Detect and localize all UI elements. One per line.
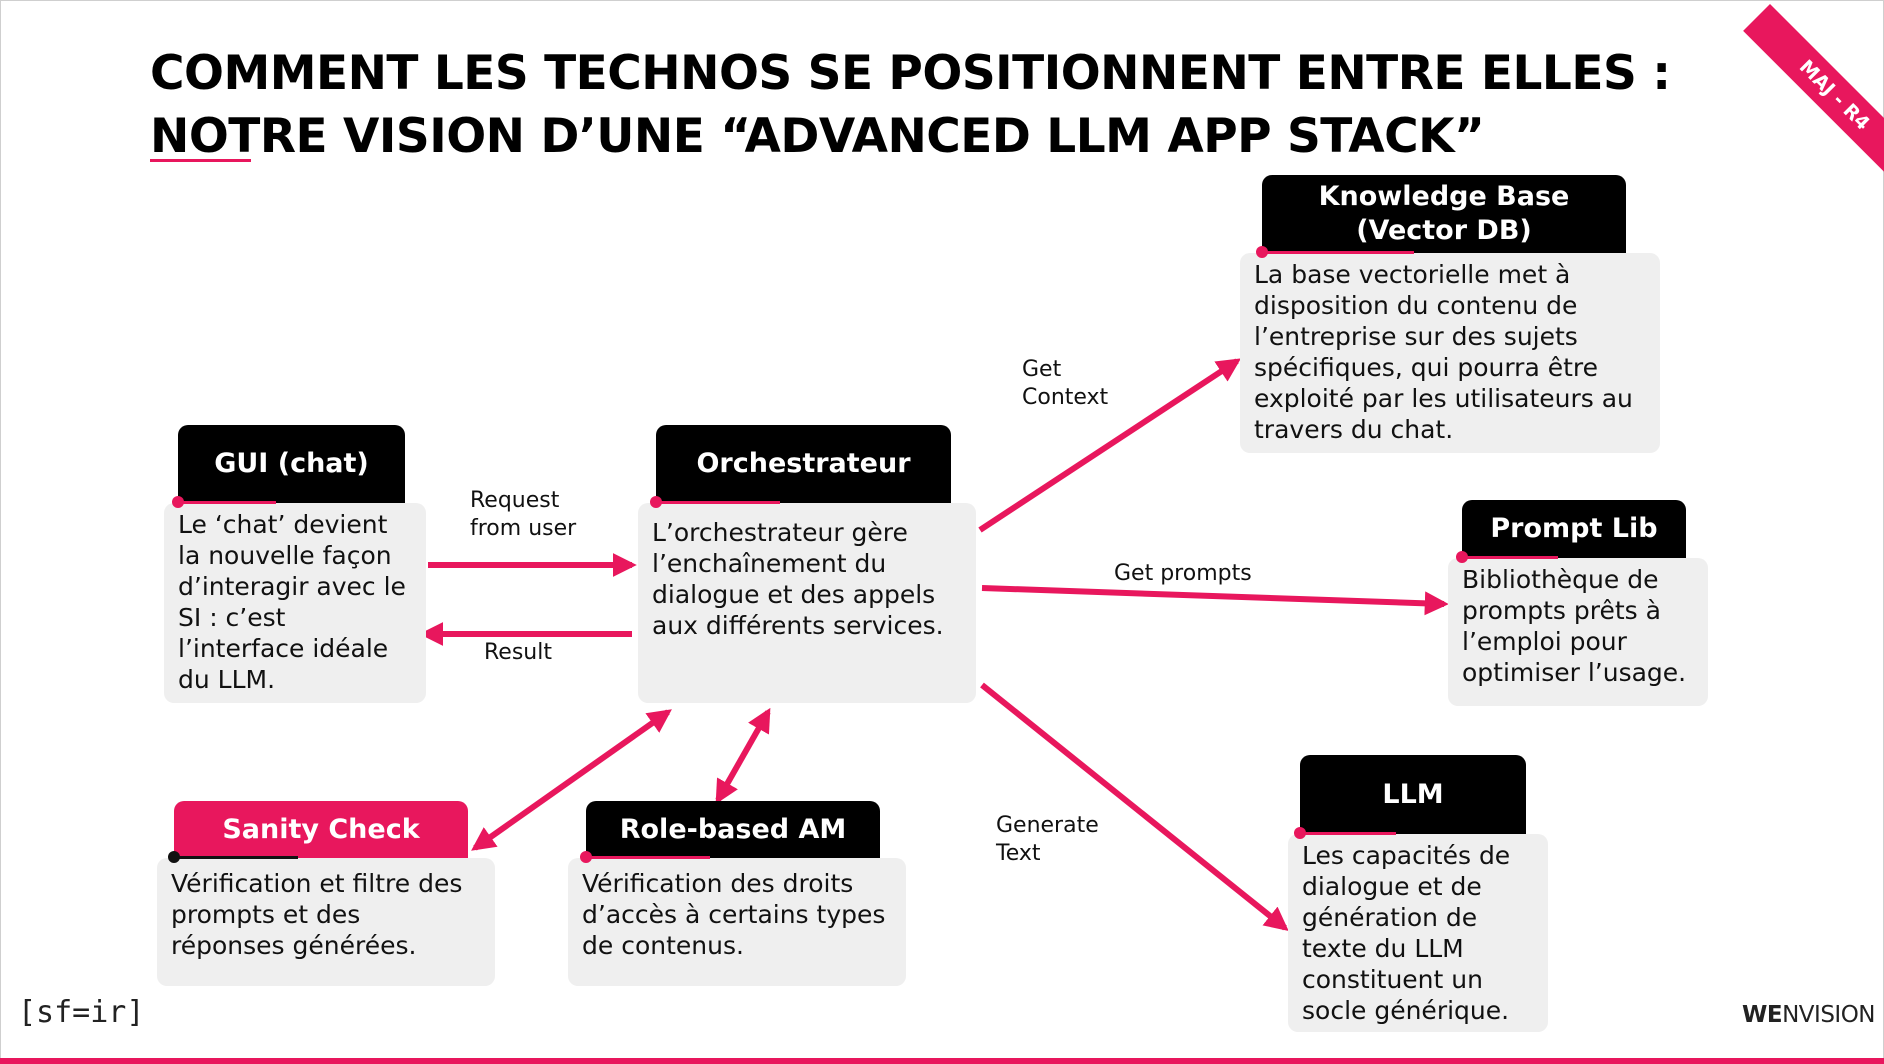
orchestrateur-title-tab: Orchestrateur — [656, 425, 951, 503]
knowledge-title-tab: Knowledge Base (Vector DB) — [1262, 175, 1626, 253]
prompt-lib-accent-dot — [1456, 551, 1468, 563]
knowledge-description: La base vectorielle met à disposition du… — [1254, 260, 1633, 444]
edge-label-request-line-2: from user — [470, 516, 577, 541]
rbam-description: Vérification des droits d’accès à certai… — [582, 869, 886, 960]
edge-label-generate-text: Generate Text — [996, 812, 1099, 868]
title-underline — [150, 159, 251, 162]
gui-title: GUI (chat) — [214, 448, 369, 479]
prompt-lib-description-card: Bibliothèque de prompts prêts à l’emploi… — [1448, 558, 1708, 706]
edge-label-get-context: Get Context — [1022, 356, 1108, 412]
gui-accent-line — [178, 501, 276, 504]
knowledge-accent-dot — [1256, 246, 1268, 258]
edge-label-request-line-1: Request — [470, 488, 560, 513]
rbam-accent-line — [586, 856, 710, 859]
orchestrateur-accent-line — [656, 501, 780, 504]
edge-label-generate-text-line-2: Text — [996, 841, 1041, 866]
title-line-1: COMMENT LES TECHNOS SE POSITIONNENT ENTR… — [150, 46, 1671, 101]
wenvision-logo: WENVISION — [1742, 1002, 1876, 1028]
sanity-description: Vérification et filtre des prompts et de… — [171, 869, 463, 960]
prompt-lib-description: Bibliothèque de prompts prêts à l’emploi… — [1462, 565, 1687, 687]
arrow-get-context — [978, 358, 1242, 533]
rbam-title-tab: Role-based AM — [586, 801, 880, 858]
llm-accent-dot — [1294, 827, 1306, 839]
orchestrateur-description-card: L’orchestrateur gère l’enchaînement du d… — [638, 503, 976, 703]
gui-accent-dot — [172, 496, 184, 508]
arrow-sanity-check — [471, 709, 672, 851]
wenvision-logo-rest: NVISION — [1782, 1002, 1876, 1028]
rbam-description-card: Vérification des droits d’accès à certai… — [568, 858, 906, 986]
orchestrateur-accent-dot — [650, 496, 662, 508]
gui-description-card: Le ‘chat’ devient la nouvelle façon d’in… — [164, 503, 426, 703]
edge-label-result: Result — [484, 640, 552, 665]
prompt-lib-accent-line — [1462, 556, 1558, 559]
edge-label-get-prompts: Get prompts — [1114, 561, 1252, 586]
title-line-2: NOTRE VISION D’UNE “ADVANCED LLM APP STA… — [150, 109, 1485, 164]
llm-accent-line — [1300, 832, 1396, 835]
arrow-generate-text — [980, 682, 1289, 932]
sanity-accent-line — [174, 856, 298, 859]
prompt-lib-title: Prompt Lib — [1490, 513, 1658, 544]
llm-description: Les capacités de dialogue et de générati… — [1302, 841, 1511, 1025]
knowledge-title-line-2: (Vector DB) — [1356, 215, 1532, 246]
edge-label-request: Request from user — [470, 487, 576, 543]
knowledge-description-card: La base vectorielle met à disposition du… — [1240, 253, 1660, 453]
wenvision-logo-bold: WE — [1742, 1002, 1783, 1028]
prompt-lib-title-tab: Prompt Lib — [1462, 500, 1686, 558]
orchestrateur-title: Orchestrateur — [696, 448, 911, 479]
knowledge-title-line-1: Knowledge Base — [1318, 181, 1570, 212]
arrow-role-based-am — [715, 707, 771, 805]
page-title: COMMENT LES TECHNOS SE POSITIONNENT ENTR… — [150, 42, 1770, 168]
llm-description-card: Les capacités de dialogue et de générati… — [1288, 834, 1548, 1032]
llm-title-tab: LLM — [1300, 755, 1526, 834]
sanity-title: Sanity Check — [222, 813, 420, 845]
rbam-title: Role-based AM — [619, 813, 847, 845]
edge-label-get-context-line-1: Get — [1022, 357, 1062, 382]
bottom-accent-bar — [0, 1058, 1884, 1064]
gui-description: Le ‘chat’ devient la nouvelle façon d’in… — [178, 510, 406, 694]
knowledge-accent-line — [1262, 251, 1414, 254]
sanity-accent-dot — [168, 851, 180, 863]
rbam-accent-dot — [580, 851, 592, 863]
gui-title-tab: GUI (chat) — [178, 425, 405, 503]
sanity-title-tab: Sanity Check — [174, 801, 468, 858]
sfeir-logo: [sf=ir] — [18, 995, 145, 1030]
llm-title: LLM — [1382, 778, 1444, 810]
knowledge-title: Knowledge Base (Vector DB) — [1319, 180, 1570, 248]
edge-label-generate-text-line-1: Generate — [996, 813, 1099, 838]
edge-label-get-context-line-2: Context — [1022, 385, 1109, 410]
sanity-description-card: Vérification et filtre des prompts et de… — [157, 858, 495, 986]
orchestrateur-description: L’orchestrateur gère l’enchaînement du d… — [652, 518, 944, 640]
arrow-get-prompts — [981, 585, 1449, 616]
